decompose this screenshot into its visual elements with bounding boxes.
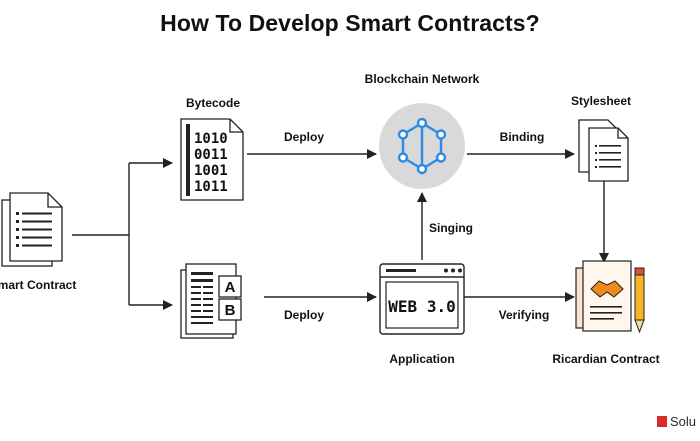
bytecode-icon: 1010 0011 1001 1011 (180, 118, 244, 201)
edge-label-binding: Binding (499, 130, 545, 144)
bytecode-line-3: 1001 (194, 163, 228, 179)
label-application: Application (389, 352, 455, 366)
web3-application-icon: WEB 3.0 (379, 263, 465, 335)
brand-name: Solu (670, 414, 697, 429)
brand-logo-icon (657, 416, 667, 427)
label-blockchain-network: Blockchain Network (364, 72, 480, 86)
label-bytecode: Bytecode (185, 96, 241, 110)
stylesheet-icon (578, 119, 629, 182)
connectors (72, 149, 609, 310)
edge-label-deploy-bottom: Deploy (283, 308, 325, 322)
label-ricardian-contract: Ricardian Contract (552, 352, 660, 366)
smart-contract-icon (1, 192, 63, 267)
web3-label: WEB 3.0 (388, 297, 455, 316)
edge-label-deploy-top: Deploy (283, 130, 325, 144)
handshake-icon (590, 280, 624, 298)
label-stylesheet: Stylesheet (570, 94, 632, 108)
doc-letter-a: A (225, 279, 236, 296)
bytecode-line-4: 1011 (194, 179, 228, 195)
edge-label-verifying: Verifying (498, 308, 550, 322)
brand-watermark: Solu (657, 414, 696, 429)
page-title: How To Develop Smart Contracts? (160, 10, 540, 36)
doc-letter-b: B (225, 302, 236, 319)
blockchain-network-icon (379, 103, 465, 189)
label-smart-contract: Smart Contract (0, 278, 77, 292)
pencil-icon (634, 267, 645, 334)
bytecode-line-1: 1010 (194, 131, 228, 147)
abi-document-icon (180, 263, 242, 339)
bytecode-line-2: 0011 (194, 147, 228, 163)
ricardian-contract-icon (575, 260, 645, 334)
edge-label-singing: Singing (429, 221, 473, 235)
